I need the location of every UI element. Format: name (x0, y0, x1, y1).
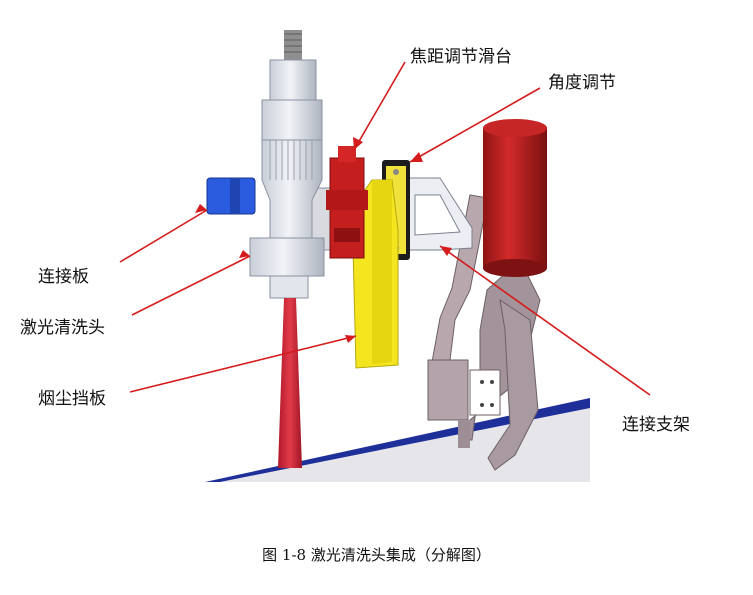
connector-bracket (399, 177, 473, 251)
focus-slide (309, 146, 368, 259)
laser-cleaning-head (249, 30, 325, 299)
arrow-focus-slide (353, 61, 406, 151)
label-connector-plate: 连接板 (38, 267, 89, 287)
arrow-angle-adjust (409, 87, 541, 163)
arrow-connector-bracket (439, 245, 651, 396)
laser-beam (278, 298, 302, 468)
arrow-connector-plate (119, 209, 208, 263)
cylinder (483, 119, 547, 277)
bracket-structure (427, 194, 541, 471)
label-focus-slide: 焦距调节滑台 (410, 47, 512, 67)
label-connector-bracket: 连接支架 (622, 415, 690, 435)
annotation-arrows (119, 61, 651, 396)
connector-plate (206, 177, 256, 215)
arrow-laser-head (131, 255, 251, 316)
figure-caption: 图 1-8 激光清洗头集成（分解图） (262, 546, 491, 564)
label-angle-adjust: 角度调节 (548, 73, 616, 93)
arrow-smoke-baffle (129, 335, 357, 393)
label-smoke-baffle: 烟尘挡板 (38, 389, 106, 409)
label-laser-head: 激光清洗头 (20, 318, 105, 338)
